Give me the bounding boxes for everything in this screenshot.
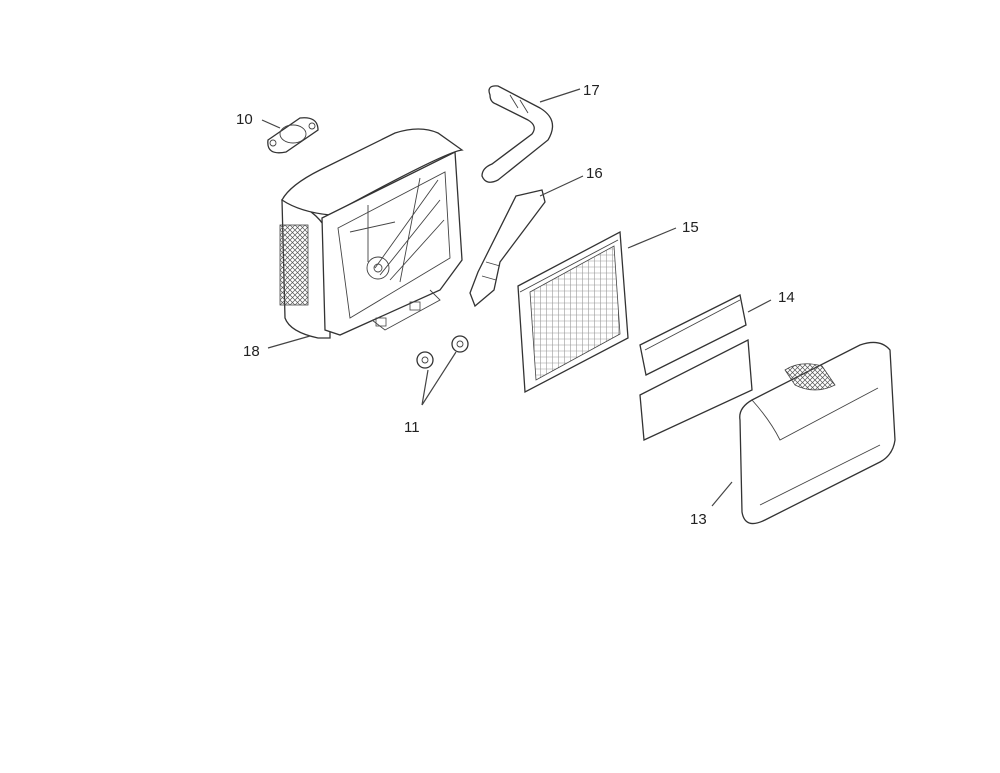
label-part-16: 16 [586, 165, 603, 182]
cover-part [739, 341, 896, 525]
leader-lines [261, 88, 772, 507]
pre-cleaner-part [639, 294, 753, 441]
leader-14 [747, 299, 772, 313]
breather-tube-part [481, 85, 554, 183]
air-filter-part [517, 230, 629, 394]
leader-18 [267, 335, 311, 349]
label-part-15: 15 [682, 219, 699, 236]
label-part-14: 14 [778, 289, 795, 306]
leader-15 [627, 227, 677, 249]
leader-16 [539, 175, 584, 197]
leader-13 [711, 481, 733, 507]
label-part-17: 17 [583, 82, 600, 99]
leader-11 [421, 351, 457, 406]
air-cleaner-base-part [279, 128, 464, 339]
nut-part [416, 335, 469, 369]
label-part-18: 18 [243, 343, 260, 360]
leader-10 [261, 119, 281, 129]
label-part-10: 10 [236, 111, 253, 128]
label-part-13: 13 [690, 511, 707, 528]
gasket-part [267, 117, 319, 154]
leader-17 [539, 88, 581, 103]
label-part-11: 11 [404, 419, 420, 436]
